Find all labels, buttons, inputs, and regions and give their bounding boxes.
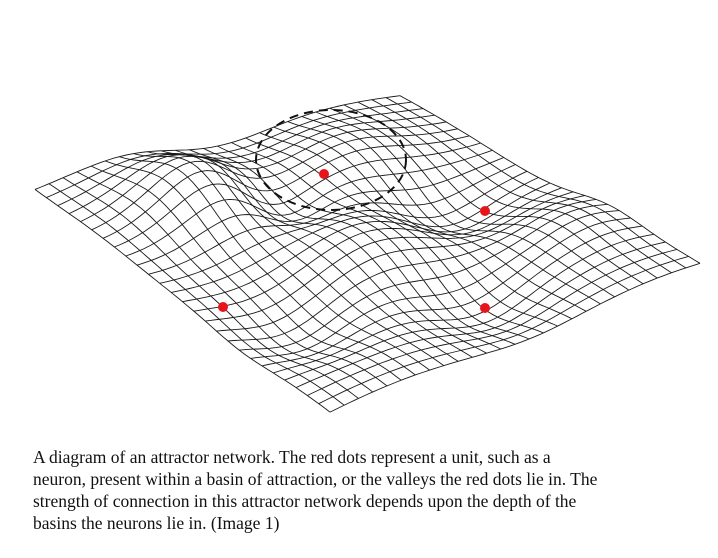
mesh-line-u: [189, 149, 487, 354]
mesh-line-v: [239, 203, 608, 351]
mesh-line-v: [295, 241, 666, 389]
mesh-line-u: [315, 111, 615, 298]
mesh-line-u: [357, 101, 658, 279]
caption-line: basins the neurons lie in. (Image 1): [33, 513, 280, 533]
caption-line: A diagram of an attractor network. The r…: [33, 447, 551, 467]
mesh-line-u: [161, 150, 459, 362]
mesh-line-u: [301, 116, 601, 305]
mesh-line-v: [114, 142, 481, 248]
mesh-line-v: [250, 210, 620, 359]
mesh-line-u: [76, 171, 373, 393]
figure-caption: A diagram of an attractor network. The r…: [33, 446, 713, 534]
mesh-line-v: [216, 195, 585, 332]
mesh-line-u: [385, 97, 687, 269]
mesh-line-v: [261, 217, 631, 367]
caption-line: neuron, present within a basin of attrac…: [33, 469, 598, 489]
mesh-line-v: [329, 262, 701, 413]
mesh-line-v: [307, 248, 678, 396]
mesh-line-u: [259, 132, 558, 327]
mesh-line-u: [62, 177, 359, 399]
caption-line: strength of connection in this attractor…: [33, 491, 577, 511]
mesh-line-u: [329, 107, 630, 291]
mesh-line-u: [287, 121, 587, 312]
attractor-surface-diagram: [34, 95, 701, 413]
mesh-line-u: [273, 126, 573, 320]
mesh-surface: [34, 95, 701, 413]
mesh-line-v: [193, 187, 562, 312]
mesh-line-v: [318, 255, 689, 405]
mesh-line-u: [231, 142, 530, 340]
mesh-line-u: [245, 137, 544, 334]
mesh-line-u: [48, 183, 345, 406]
mesh-line-u: [119, 156, 416, 376]
mesh-line-u: [34, 189, 331, 413]
mesh-line-u: [133, 153, 430, 371]
basin-highlight-circle: [255, 109, 407, 211]
red-dot-neuron: [319, 169, 329, 179]
mesh-line-u: [399, 95, 701, 264]
red-dot-neuron: [480, 206, 490, 216]
red-dot-neuron: [480, 303, 490, 313]
mesh-line-u: [343, 104, 644, 285]
mesh-line-u: [371, 99, 672, 274]
mesh-line-v: [205, 191, 574, 322]
mesh-line-v: [273, 225, 643, 374]
red-dot-neuron: [218, 302, 228, 312]
mesh-line-v: [227, 198, 597, 342]
mesh-line-v: [284, 233, 654, 381]
mesh-line-v: [182, 182, 551, 303]
